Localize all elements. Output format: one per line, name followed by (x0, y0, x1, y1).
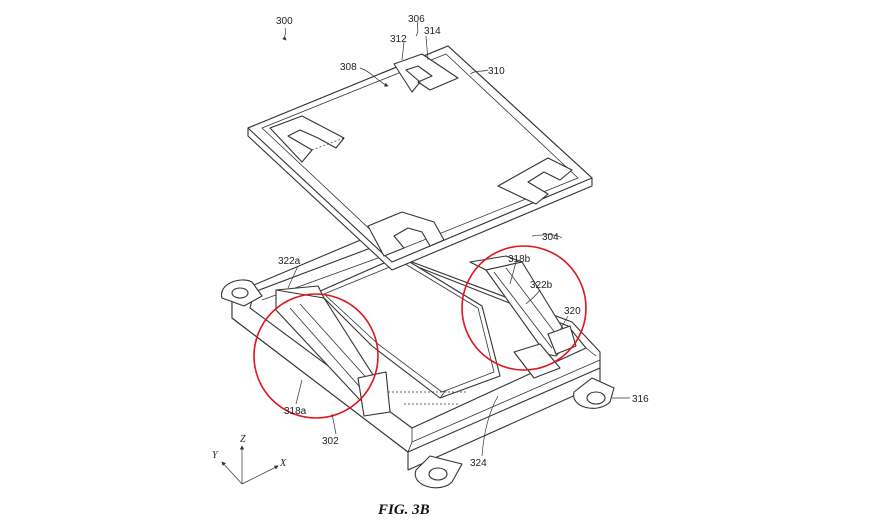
axis-triad (221, 445, 279, 485)
highlight-circle-left (253, 293, 379, 419)
ref-300: 300 (276, 16, 293, 27)
ref-310: 310 (488, 66, 505, 77)
axis-y-label: Y (212, 450, 219, 461)
ref-304: 304 (542, 232, 559, 243)
ref-312: 312 (390, 34, 407, 45)
ref-318b: 318b (508, 254, 531, 265)
axis-x-label: X (279, 458, 287, 469)
leader-lines (282, 21, 630, 457)
tray-302 (221, 233, 615, 489)
ref-306: 306 (408, 14, 425, 25)
ref-320: 320 (564, 306, 581, 317)
ref-314: 314 (424, 26, 441, 37)
highlight-circle-right (461, 245, 587, 371)
ref-308: 308 (340, 62, 357, 73)
ref-318a: 318a (284, 406, 307, 417)
lid-304 (247, 45, 593, 271)
ref-322b: 322b (530, 280, 553, 291)
ref-322a: 322a (278, 256, 301, 267)
ref-324: 324 (470, 458, 487, 469)
axis-z-label: Z (240, 434, 246, 445)
ref-316: 316 (632, 394, 649, 405)
figure-caption: FIG. 3B (377, 502, 430, 518)
ref-302: 302 (322, 436, 339, 447)
